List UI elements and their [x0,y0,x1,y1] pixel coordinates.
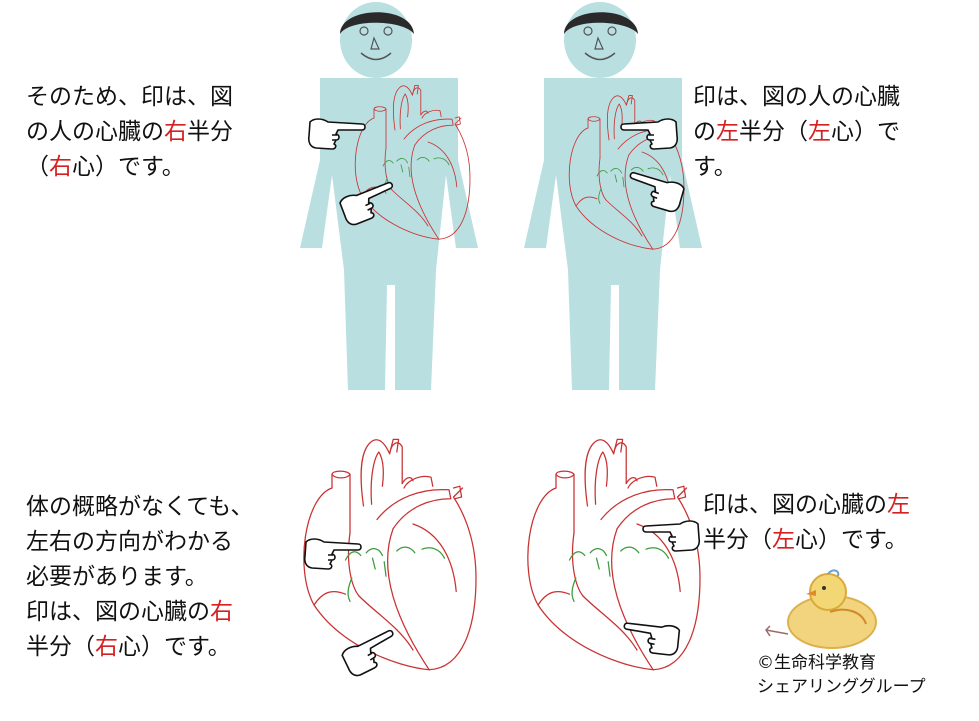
chick-drawing [758,566,888,656]
caption-text: の人の心臓の [26,119,164,145]
bottom-right-caption: 印は、図の心臓の左半分（左心）です。 [703,488,910,558]
caption-text: 体の概略がなくても、 [26,494,254,520]
highlighted-text: 左 [808,119,831,145]
caption-text: 心）で [831,119,900,145]
highlighted-text: 左 [887,492,910,518]
caption-text: そのため、印は、図 [26,84,233,110]
chick-drawing-icon [765,569,877,649]
caption-text: （ [26,154,49,180]
caption-line: 印は、図の心臓の左 [703,488,910,523]
caption-line: （右心）です。 [26,150,233,185]
top-left-caption: そのため、印は、図の人の心臓の右半分（右心）です。 [26,80,233,185]
caption-line: す。 [693,150,900,185]
caption-line: 印は、図の人の心臓 [693,80,900,115]
caption-line: 体の概略がなくても、 [26,490,253,525]
caption-line: の左半分（左心）で [693,115,900,150]
caption-text: 半分（ [703,527,772,553]
bottom-left-caption: 体の概略がなくても、左右の方向がわかる必要があります。印は、図の心臓の右半分（右… [26,490,253,665]
caption-text: 心）です。 [795,527,908,553]
caption-text: 心）です。 [118,634,231,660]
highlighted-text: 左 [716,119,739,145]
caption-line: 半分（左心）です。 [703,523,910,558]
human-figure-icon [299,1,479,391]
top-right-caption: 印は、図の人の心臓の左半分（左心）です。 [693,80,900,185]
caption-text: 心）です。 [72,154,185,180]
heart-diagram-left [296,430,496,700]
caption-text: の [693,119,716,145]
caption-line: そのため、印は、図 [26,80,233,115]
caption-text: す。 [693,154,737,180]
highlighted-text: 右 [164,119,187,145]
pointing-hand-icon [619,617,682,658]
caption-text: 印は、図の心臓の [26,599,210,625]
highlighted-text: 左 [772,527,795,553]
caption-line: 半分（右心）です。 [26,630,253,665]
caption-line: 左右の方向がわかる [26,525,253,560]
heart-diagram-right [520,430,720,700]
highlighted-text: 右 [210,599,233,625]
caption-text: 半分（ [739,119,808,145]
caption-text: 半分（ [26,634,95,660]
credit-line-1: ©生命科学教育 [757,653,876,673]
caption-line: 必要があります。 [26,560,253,595]
credit-line-2: シェアリンググループ [757,677,926,697]
caption-line: 印は、図の心臓の右 [26,595,253,630]
caption-text: 半分 [187,119,233,145]
pointing-hand-icon [303,538,362,570]
pointing-hand-icon [642,520,701,552]
human-figure-right [494,0,714,392]
caption-text: 左右の方向がわかる [26,529,233,555]
caption-text: 印は、図の心臓の [703,492,887,518]
caption-line: の人の心臓の右半分 [26,115,233,150]
human-figure-left [270,0,490,392]
highlighted-text: 右 [95,634,118,660]
pointing-hand-icon [338,624,405,681]
highlighted-text: 右 [49,154,72,180]
copyright-credit: ©生命科学教育 シェアリンググループ [757,651,926,699]
caption-text: 印は、図の人の心臓 [693,84,900,110]
caption-text: 必要があります。 [26,564,208,590]
